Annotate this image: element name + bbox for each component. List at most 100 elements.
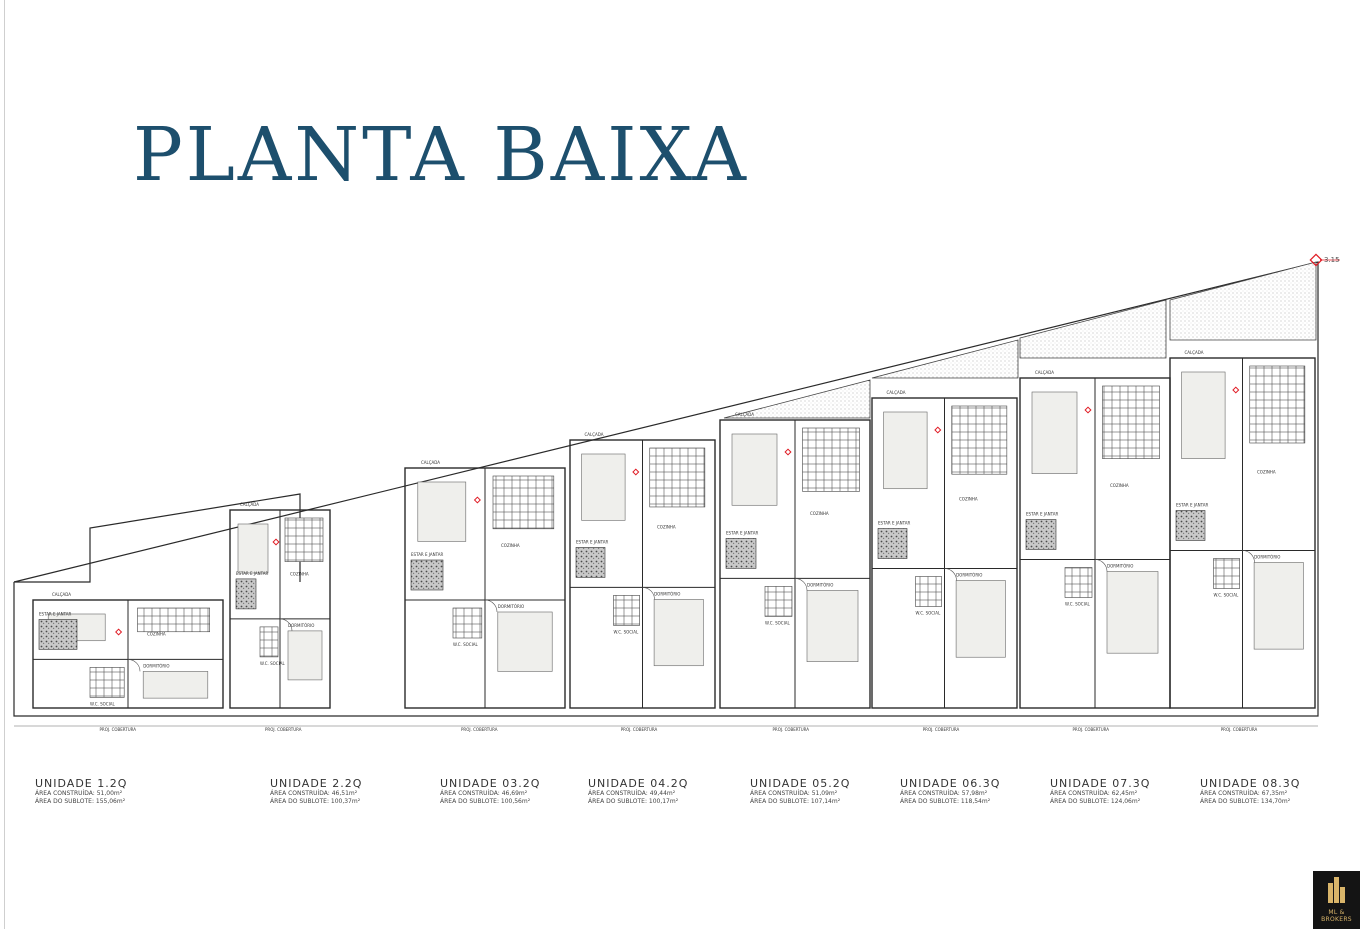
level-marker [934,426,942,434]
room-label-bedroom: DORMITÓRIO [1107,564,1133,569]
sofa [575,547,606,578]
unit-built-area: ÁREA CONSTRUÍDA: 62,45m² [1050,790,1138,797]
bed [1031,391,1078,474]
door-swing [944,568,957,581]
level-marker [272,538,280,546]
door-swing [279,618,293,631]
unit-caption-6: UNIDADE 06.3Q ÁREA CONSTRUÍDA: 57,98m² Á… [900,777,1050,806]
bathroom-tiles [1064,567,1093,598]
cover-projection-label: PROJ. COBERTURA [265,727,302,732]
unit-caption-4: UNIDADE 04.2Q ÁREA CONSTRUÍDA: 49,44m² Á… [588,777,738,806]
building-logo-icon [1328,877,1345,903]
logo-text: ML & BROKERS [1321,909,1352,923]
bed [581,453,626,521]
sofa [38,619,78,650]
room-label-wc: W.C. SOCIAL [916,611,942,616]
door-swing [484,599,498,613]
unit-lot-area: ÁREA DO SUBLOTE: 124,06m² [1050,798,1141,805]
bathroom-tiles [89,667,125,698]
door-swing [1094,559,1108,572]
page-title: PLANTA BAIXA [133,112,749,198]
level-marker [473,496,481,504]
cover-projection-label: PROJ. COBERTURA [621,727,658,732]
room-label-bedroom: DORMITÓRIO [288,623,314,628]
unit-caption-7: UNIDADE 07.3Q ÁREA CONSTRUÍDA: 62,45m² Á… [1050,777,1200,806]
bed [142,671,209,699]
unit-name: UNIDADE 2.2Q [270,777,363,790]
elevation-label: 3.15 [1324,256,1340,264]
room-label-living: ESTAR E JANTAR [39,611,71,616]
bed [731,433,778,506]
door-swing [127,659,141,672]
unit-built-area: ÁREA CONSTRUÍDA: 49,44m² [588,790,676,797]
page-border [4,0,5,929]
room-label-sidewalk: CALÇADA [421,460,440,465]
bed [653,599,704,667]
kitchen-tiles [492,475,555,530]
room-label-wc: W.C. SOCIAL [1214,593,1240,598]
sofa [1025,519,1057,550]
unit-lot-area: ÁREA DO SUBLOTE: 107,14m² [750,798,841,805]
bed [1253,562,1304,650]
room-label-kitchen: COZINHA [810,511,829,516]
room-label-bedroom: DORMITÓRIO [1254,555,1280,560]
elevation-marker [1309,253,1340,267]
room-label-kitchen: COZINHA [147,632,166,637]
unit-caption-5: UNIDADE 05.2Q ÁREA CONSTRUÍDA: 51,09m² Á… [750,777,900,806]
kitchen-tiles [284,517,324,562]
unit-lot-area: ÁREA DO SUBLOTE: 100,37m² [270,798,361,805]
kitchen-tiles [951,405,1008,475]
unit-caption-3: UNIDADE 03.2Q ÁREA CONSTRUÍDA: 46,69m² Á… [440,777,590,806]
door-swing [794,578,808,591]
room-label-kitchen: COZINHA [1110,483,1129,488]
cover-projection-label: PROJ. COBERTURA [461,727,498,732]
room-label-living: ESTAR E JANTAR [576,539,608,544]
room-label-kitchen: COZINHA [959,496,978,501]
unit-name: UNIDADE 06.3Q [900,777,1001,790]
bed [497,611,553,672]
bed [1181,371,1226,459]
bathroom-tiles [452,607,483,639]
unit-name: UNIDADE 05.2Q [750,777,851,790]
unit-built-area: ÁREA CONSTRUÍDA: 67,35m² [1200,790,1288,797]
door-swing [1242,550,1255,563]
level-marker [1084,406,1092,414]
room-label-living: ESTAR E JANTAR [1176,503,1208,508]
bed [883,411,928,490]
unit-name: UNIDADE 07.3Q [1050,777,1151,790]
room-label-bedroom: DORMITÓRIO [654,591,680,596]
kitchen-tiles [802,427,860,492]
sofa [877,528,908,559]
room-label-kitchen: COZINHA [1257,470,1276,475]
level-marker [632,468,640,476]
unit-built-area: ÁREA CONSTRUÍDA: 46,69m² [440,790,528,797]
room-label-sidewalk: CALÇADA [735,412,754,417]
kitchen-tiles [649,447,706,508]
unit-lot-area: ÁREA DO SUBLOTE: 134,70m² [1200,798,1291,805]
room-label-wc: W.C. SOCIAL [1065,602,1091,607]
room-label-kitchen: COZINHA [290,571,309,576]
room-label-living: ESTAR E JANTAR [1026,512,1058,517]
unit-name: UNIDADE 1.2Q [35,777,128,790]
unit-lot-area: ÁREA DO SUBLOTE: 100,17m² [588,798,679,805]
bed [1106,571,1159,654]
bathroom-tiles [1213,558,1240,589]
unit-name: UNIDADE 03.2Q [440,777,541,790]
room-label-wc: W.C. SOCIAL [90,701,116,706]
room-label-kitchen: COZINHA [657,524,676,529]
unit-lot-area: ÁREA DO SUBLOTE: 100,56m² [440,798,531,805]
room-label-bedroom: DORMITÓRIO [143,663,169,668]
sofa [1175,510,1206,541]
room-label-living: ESTAR E JANTAR [726,530,758,535]
cover-projection-label: PROJ. COBERTURA [773,727,810,732]
unit-name: UNIDADE 04.2Q [588,777,689,790]
sofa [410,559,444,591]
unit-plan: COZINHA DORMITÓRIO ESTAR E JANTAR W.C. SOCI… [32,592,224,732]
room-label-living: ESTAR E JANTAR [411,552,443,557]
kitchen-tiles [1102,385,1160,459]
unit-caption-2: UNIDADE 2.2Q ÁREA CONSTRUÍDA: 46,51m² ÁR… [270,777,420,806]
room-label-sidewalk: CALÇADA [1035,370,1054,375]
